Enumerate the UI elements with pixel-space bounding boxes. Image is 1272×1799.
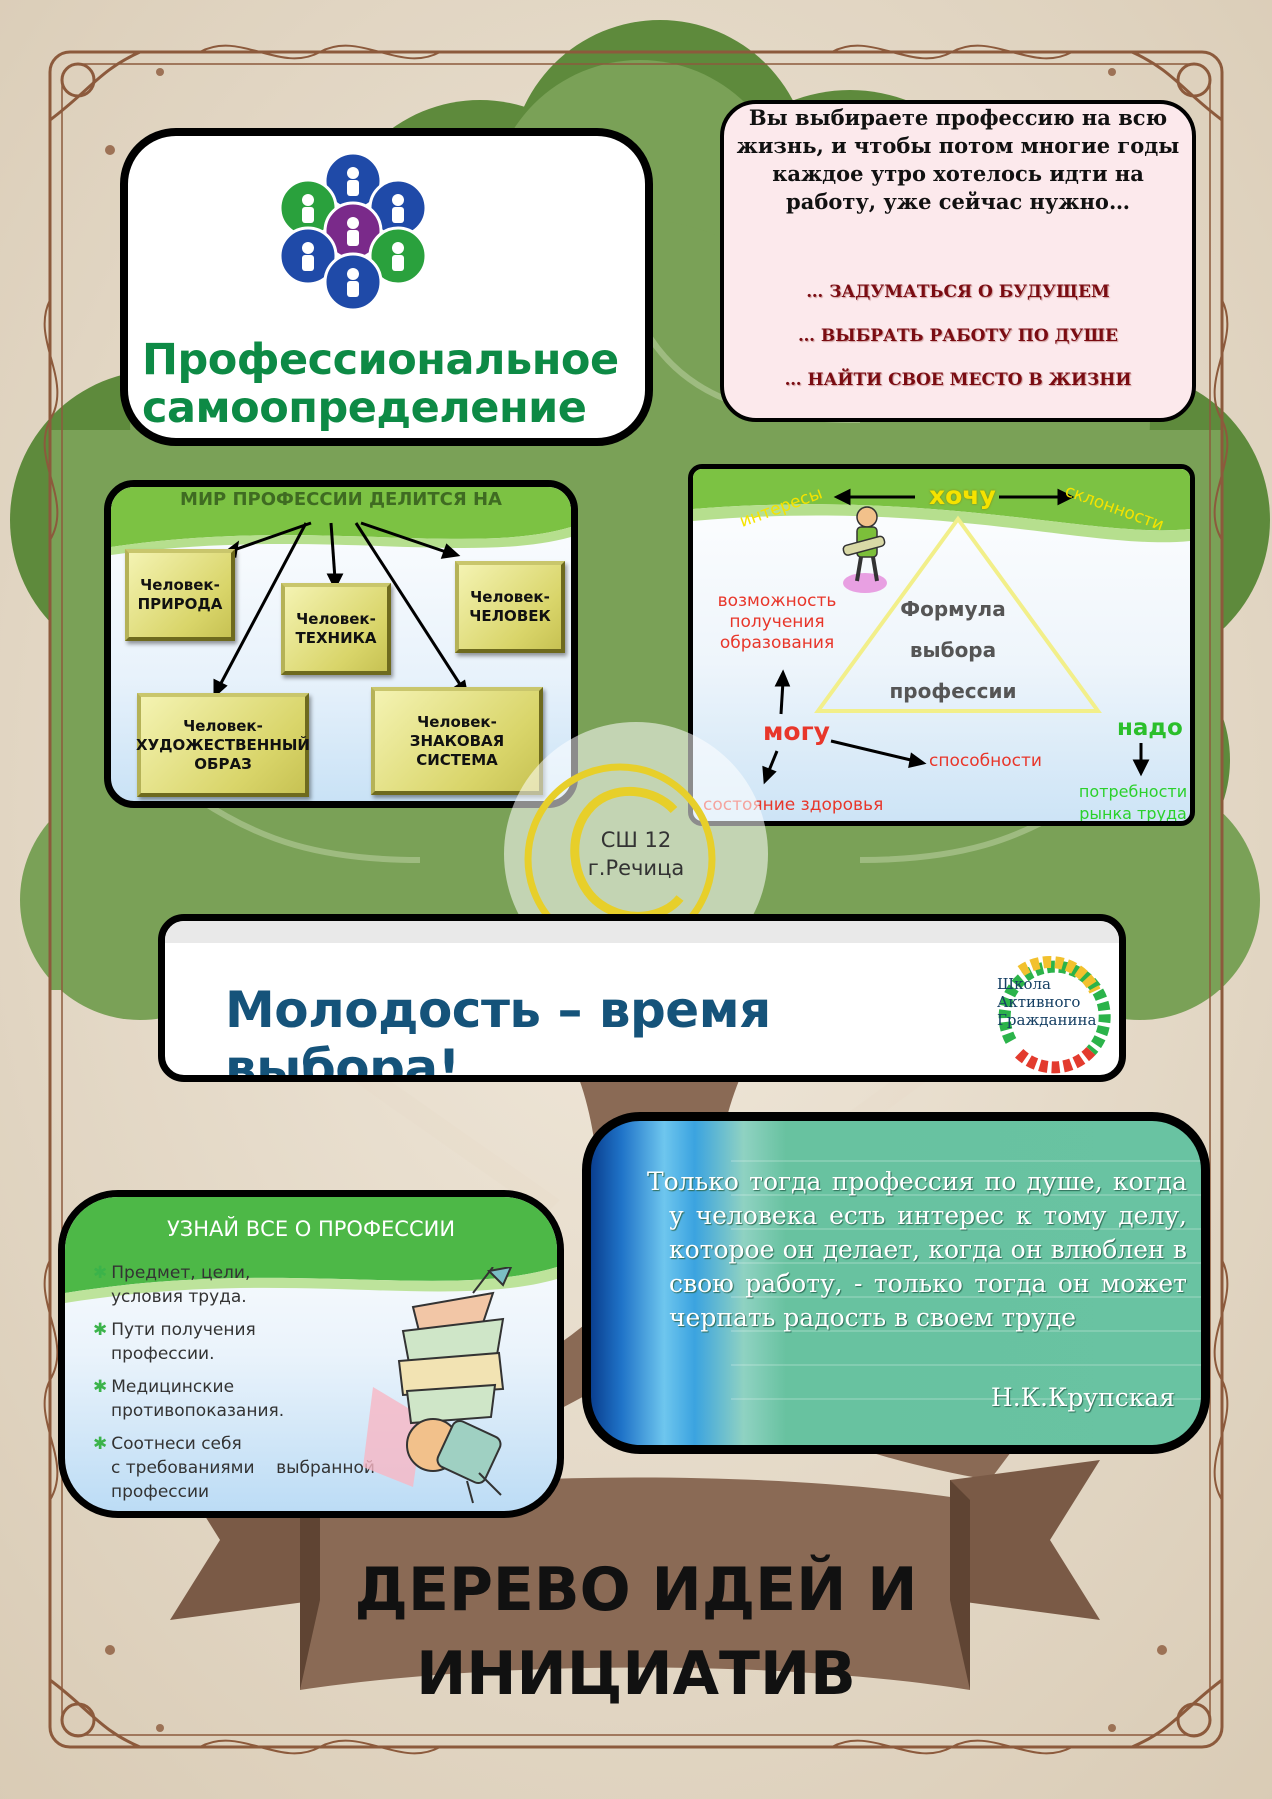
green-header-wave (65, 1197, 557, 1303)
bullet-icon: ✱ (93, 1263, 108, 1283)
banner-title: ДЕРЕВО ИДЕЙ И ИНИЦИАТИВ (236, 1548, 1036, 1716)
student-figure (842, 506, 887, 593)
quote-author: Н.К.Крупская (990, 1383, 1175, 1412)
intro-text: Вы выбираете профессию на всю жизнь, и ч… (736, 105, 1180, 214)
formula-diagram (693, 469, 1190, 785)
people-circle-icon (278, 151, 428, 312)
learn-item-2: ✱Пути получения профессии. (93, 1320, 256, 1364)
green-wave (111, 487, 571, 555)
learn-item-4: ✱Соотнеси себя с требованиями выбранной … (93, 1434, 375, 1502)
formula-center: Формула выбора профессии (889, 597, 1017, 703)
banner-ribbon (170, 1460, 1100, 1690)
quote-stripes (731, 1160, 1201, 1400)
formula-panel: хочу интересы склонности возможность пол… (688, 464, 1195, 826)
intro-panel: Вы выбираете профессию на всю жизнь, и ч… (720, 100, 1196, 422)
school-logo-icon (998, 956, 1111, 1074)
box-person-nature: Человек-ПРИРОДА (125, 549, 235, 641)
formula-labor-market: потребности рынка труда (1078, 782, 1188, 823)
ornamental-frame (43, 44, 1229, 1755)
slogan-text: Молодость – время выбора! (225, 981, 771, 1082)
box-person-person: Человек-ЧЕЛОВЕК (455, 561, 565, 653)
learn-item-1: ✱Предмет, цели, условия труда. (93, 1263, 251, 1307)
formula-want: хочу (929, 481, 996, 510)
intro-line-2: … ВЫБРАТЬ РАБОТУ ПО ДУШЕ (797, 326, 1118, 346)
stamp-text: СШ 12 г.Речица (587, 828, 685, 880)
learn-panel: УЗНАЙ ВСЕ О ПРОФЕССИИ ✱Предмет, цели, ус… (58, 1190, 564, 1518)
intro-line-3: … НАЙТИ СВОЕ МЕСТО В ЖИЗНИ (784, 370, 1132, 390)
quote-panel: Только тогда профессия по душе, когда у … (582, 1112, 1210, 1454)
profession-types-panel: МИР ПРОФЕССИИ ДЕЛИТСЯ НА Человек-ПРИРОДА… (104, 480, 578, 808)
bullet-icon: ✱ (93, 1434, 108, 1454)
bullet-icon: ✱ (93, 1377, 108, 1397)
logo-panel: Профессиональное самоопределение (120, 128, 653, 446)
quote-text: Только тогда профессия по душе, когда у … (647, 1167, 1187, 1332)
logo-title-line2: самоопределение (142, 383, 587, 433)
formula-can: могу (763, 717, 830, 746)
intro-line-1: … ЗАДУМАТЬСЯ О БУДУЩЕМ (806, 282, 1110, 302)
paper-stack-character-icon (363, 1267, 513, 1504)
formula-abilities: способности (929, 751, 1042, 771)
box-person-technics: Человек-ТЕХНИКА (281, 583, 391, 675)
logo-title: Профессиональное самоопределение (142, 335, 645, 433)
formula-education: возможность получения образования (717, 591, 837, 653)
profession-types-title: МИР ПРОФЕССИИ ДЕЛИТСЯ НА (180, 489, 502, 510)
banner-title-line2: ИНИЦИАТИВ (416, 1639, 856, 1709)
bullet-icon: ✱ (93, 1320, 108, 1340)
formula-must: надо (1117, 715, 1183, 741)
slogan-panel: Молодость – время выбора! Школа Активног… (158, 914, 1126, 1082)
learn-item-3: ✱Медицинские противопоказания. (93, 1377, 285, 1421)
banner-title-line1: ДЕРЕВО ИДЕЙ И (354, 1555, 918, 1625)
learn-title: УЗНАЙ ВСЕ О ПРОФЕССИИ (166, 1217, 456, 1241)
school-logo-text: Школа Активного Гражданина (997, 975, 1097, 1029)
logo-title-line1: Профессиональное (142, 335, 619, 385)
